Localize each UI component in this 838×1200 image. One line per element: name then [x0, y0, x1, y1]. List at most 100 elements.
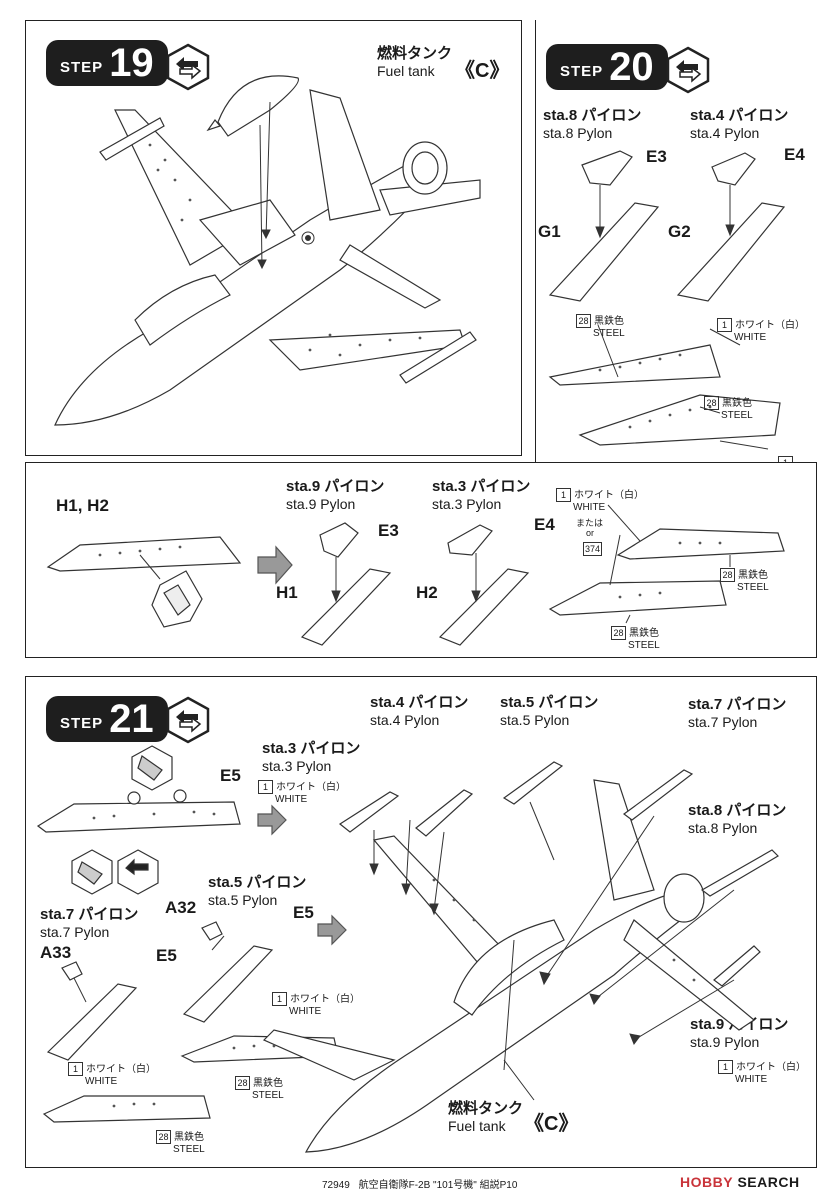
color-code-28: 28 [720, 568, 735, 582]
sta9-pylon-label: sta.9 パイロン sta.9 Pylon [286, 478, 384, 515]
sta7-pylon-label-21: sta.7 パイロン sta.7 Pylon [688, 696, 786, 733]
sta4-jp: sta.4 パイロン [370, 694, 469, 711]
step20-badge: STEP 20 [546, 44, 668, 90]
fuel-tank-label: 燃料タンク Fuel tank [377, 45, 452, 82]
hobby-search-logo: HOBBY SEARCH [680, 1174, 800, 1190]
step-number: 21 [109, 697, 154, 741]
pylon-parts-step20b [46, 504, 785, 646]
step19-badge: STEP 19 [46, 40, 168, 86]
part-h1: H1 [276, 583, 298, 602]
color-1-en: WHITE [85, 1076, 118, 1087]
color-28-jp: 黒鉄色 [738, 570, 768, 581]
watermark-tail: SEARCH [733, 1174, 800, 1190]
color-28-jp: 黒鉄色 [174, 1132, 204, 1143]
color-1-en: WHITE [735, 1074, 768, 1085]
pylon-parts-step20 [548, 150, 786, 450]
color-1-jp: ホワイト（白） [735, 320, 805, 331]
color-28-en: STEEL [737, 582, 769, 593]
color-1-jp: ホワイト（白） [276, 782, 346, 793]
footer-code: 72949 [322, 1180, 350, 1191]
sta3-pylon-label: sta.3 パイロン sta.3 Pylon [432, 478, 530, 515]
color-1-en: WHITE [573, 502, 606, 513]
footer-title: 航空自衛隊F-2B "101号機" 組説P10 [358, 1180, 518, 1191]
sta9-en: sta.9 Pylon [286, 496, 356, 513]
or-en: or [586, 528, 595, 538]
sta7-en: sta.7 Pylon [40, 924, 110, 941]
color-1-jp: ホワイト（白） [290, 994, 360, 1005]
sta8-en: sta.8 Pylon [688, 820, 758, 837]
part-g2: G2 [668, 222, 691, 241]
color-code-28: 28 [156, 1130, 171, 1144]
color-code-1: 1 [556, 488, 571, 502]
watermark-brand: HOBBY [680, 1174, 734, 1190]
sta9-en: sta.9 Pylon [690, 1034, 760, 1051]
fuel-tank-jp: 燃料タンク [448, 1100, 524, 1117]
color-code-1: 1 [717, 318, 732, 332]
part-g1: G1 [538, 222, 561, 241]
part-e4: E4 [784, 145, 805, 164]
color-1-en: WHITE [289, 1006, 322, 1017]
step-number: 20 [609, 45, 654, 89]
sta4-en: sta.4 Pylon [690, 125, 760, 142]
part-h1-h2: H1, H2 [56, 496, 109, 515]
color-28-en: STEEL [628, 640, 660, 651]
color-code-1: 1 [272, 992, 287, 1006]
color-28-jp: 黒鉄色 [253, 1078, 283, 1089]
sta4-pylon-label-21: sta.4 パイロン sta.4 Pylon [370, 694, 468, 731]
part-h2: H2 [416, 583, 438, 602]
color-1-jp: ホワイト（白） [86, 1064, 156, 1075]
color-28-en: STEEL [173, 1144, 205, 1155]
color-code-28: 28 [611, 626, 626, 640]
step-word: STEP [60, 58, 104, 76]
fuel-tank-en: Fuel tank [377, 63, 435, 80]
sta4-en: sta.4 Pylon [370, 712, 440, 729]
fuel-tank-jp: 燃料タンク [377, 45, 453, 62]
fuel-tank-ref-21: 《C》 [524, 1113, 579, 1135]
left-sta5-pylon-label: sta.5 パイロン sta.5 Pylon [208, 874, 306, 911]
color-code-1: 1 [718, 1060, 733, 1074]
sta8-en: sta.8 Pylon [543, 125, 613, 142]
part-e4: E4 [534, 515, 555, 534]
left-sta7-pylon-label: sta.7 パイロン sta.7 Pylon [40, 906, 138, 943]
color-1-jp: ホワイト（白） [574, 490, 644, 501]
sta9-jp: sta.9 パイロン [286, 478, 385, 495]
sta8-pylon-label: sta.8 パイロン sta.8 Pylon [543, 107, 641, 144]
step-number: 19 [109, 41, 154, 85]
part-e5-mid: E5 [293, 903, 314, 922]
sta4-jp: sta.4 パイロン [690, 107, 789, 124]
part-e5-left: E5 [156, 946, 177, 965]
color-1-en: WHITE [275, 794, 308, 805]
part-e5-top: E5 [220, 766, 241, 785]
color-code-374: 374 [583, 542, 603, 556]
color-28-en: STEEL [593, 328, 625, 339]
fuel-tank-en: Fuel tank [448, 1118, 506, 1135]
sta4-pylon-label: sta.4 パイロン sta.4 Pylon [690, 107, 788, 144]
color-28-jp: 黒鉄色 [629, 628, 659, 639]
color-code-28: 28 [704, 396, 719, 410]
aircraft-drawing-step19 [54, 75, 481, 426]
step21-badge: STEP 21 [46, 696, 168, 742]
step-word: STEP [60, 714, 104, 732]
color-code-1: 1 [68, 1062, 83, 1076]
sta7-jp: sta.7 パイロン [40, 906, 139, 923]
step20-panel [535, 20, 817, 476]
part-a33: A33 [40, 943, 72, 962]
part-e3: E3 [378, 521, 399, 540]
fuel-tank-label-21: 燃料タンク Fuel tank [448, 1100, 523, 1137]
color-code-1: 1 [258, 780, 273, 794]
sta8-pylon-label-21: sta.8 パイロン sta.8 Pylon [688, 802, 786, 839]
or-jp: または [576, 518, 604, 528]
sta5-jp: sta.5 パイロン [500, 694, 599, 711]
sta7-jp: sta.7 パイロン [688, 696, 787, 713]
sta3-en: sta.3 Pylon [432, 496, 502, 513]
